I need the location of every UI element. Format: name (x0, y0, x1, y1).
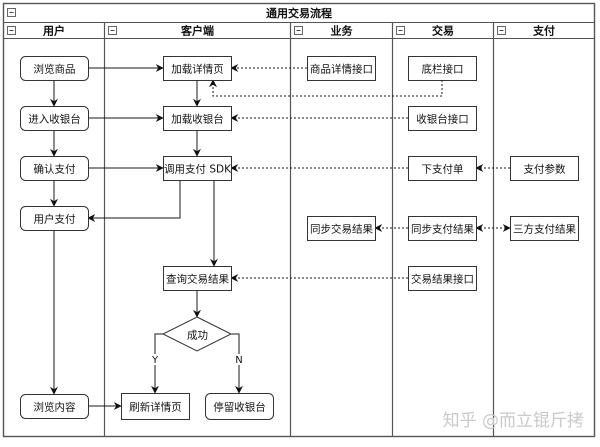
rounded-box (20, 156, 89, 181)
node-sync-pay-result[interactable]: 同步支付结果 (408, 216, 477, 241)
node-label: 浏览内容 (34, 401, 76, 414)
edge-success-to-stay-cashier: N (231, 333, 244, 394)
node-browse-content[interactable]: 浏览内容 (20, 394, 89, 419)
process-box (408, 266, 477, 291)
process-box (307, 56, 376, 81)
node-label: 停留收银台 (213, 401, 266, 414)
process-box (408, 156, 477, 181)
decision-shape (161, 316, 233, 352)
node-stay-cashier[interactable]: 停留收银台 (205, 393, 274, 420)
minus-square-icon[interactable] (294, 26, 303, 35)
node-label: 浏览商品 (34, 63, 76, 76)
process-box (163, 56, 232, 81)
edge-bottom-bar-api-to-load-detail (209, 79, 443, 97)
edge-label: Y (151, 355, 159, 366)
rounded-box (20, 56, 89, 81)
node-label: 加载详情页 (171, 63, 224, 76)
rounded-box (20, 394, 89, 419)
connector-line (231, 333, 243, 394)
node-call-sdk[interactable]: 调用支付 SDK (163, 156, 233, 181)
process-box (510, 156, 579, 181)
pool: 通用交易流程 (2, 2, 596, 438)
node-label: 支付参数 (524, 163, 566, 176)
minus-square-icon[interactable] (7, 8, 16, 17)
node-user-pay[interactable]: 用户支付 (20, 206, 89, 231)
connector-line (151, 333, 163, 394)
lane-header-user: 用户 (43, 24, 65, 38)
node-place-order[interactable]: 下支付单 (408, 156, 477, 181)
lane-header-trade: 交易 (432, 24, 454, 38)
process-box (163, 156, 232, 181)
process-box (408, 56, 477, 81)
node-label: 刷新详情页 (129, 401, 182, 414)
process-box (408, 216, 477, 241)
node-confirm-pay[interactable]: 确认支付 (20, 156, 89, 181)
node-load-detail[interactable]: 加载详情页 (163, 56, 232, 81)
node-label: 同步支付结果 (411, 223, 474, 236)
node-label: 交易结果接口 (411, 273, 474, 286)
process-box (307, 216, 376, 241)
node-label: 成功 (187, 330, 208, 342)
process-box (163, 266, 232, 291)
node-label: 同步交易结果 (310, 223, 373, 236)
node-label: 用户支付 (34, 213, 76, 226)
node-pay-params[interactable]: 支付参数 (510, 156, 579, 181)
connector-line (87, 180, 181, 222)
node-refresh-detail[interactable]: 刷新详情页 (121, 393, 190, 420)
node-trade-result-api[interactable]: 交易结果接口 (408, 266, 477, 291)
lane-header-biz: 业务 (331, 24, 354, 38)
node-query-result[interactable]: 查询交易结果 (163, 266, 232, 291)
lanes: 用户 客户端 业务 交易 支付 (7, 22, 555, 437)
edge-call-sdk-to-user-pay (87, 180, 181, 222)
watermark: 知乎 @而立锟斤拷 (443, 411, 584, 431)
rounded-box (205, 393, 274, 420)
lane-header-client: 客户端 (180, 24, 214, 38)
process-box (121, 393, 190, 420)
process-box (510, 216, 579, 241)
node-label: 进入收银台 (28, 113, 81, 126)
minus-square-icon[interactable] (497, 26, 506, 35)
node-browse-goods[interactable]: 浏览商品 (20, 56, 89, 81)
node-third-party-result[interactable]: 三方支付结果 (510, 216, 579, 241)
edge-success-to-refresh-detail: Y (150, 333, 163, 394)
minus-square-icon[interactable] (108, 26, 117, 35)
lane-user: 用户 (7, 24, 65, 38)
lane-header-pay: 支付 (532, 24, 555, 38)
rounded-box (20, 206, 89, 231)
node-bottom-bar-api[interactable]: 底栏接口 (408, 56, 477, 81)
node-label: 下支付单 (422, 163, 464, 176)
lane-biz: 业务 (289, 22, 354, 437)
edge-label: N (235, 355, 242, 366)
node-label: 三方支付结果 (513, 223, 576, 236)
process-box (163, 106, 232, 131)
node-label: 查询交易结果 (166, 273, 229, 286)
node-enter-cashier[interactable]: 进入收银台 (20, 106, 89, 131)
node-success[interactable]: 成功 (161, 316, 233, 352)
lane-client: 客户端 (103, 22, 214, 437)
node-label: 底栏接口 (422, 63, 464, 76)
process-box (408, 106, 477, 131)
node-label: 加载收银台 (171, 113, 224, 126)
node-label: 商品详情接口 (310, 63, 373, 76)
node-load-cashier[interactable]: 加载收银台 (163, 106, 232, 131)
minus-square-icon[interactable] (396, 26, 405, 35)
node-sync-trade-result[interactable]: 同步交易结果 (307, 216, 376, 241)
diagram-title: 通用交易流程 (266, 6, 332, 20)
node-label: 调用支付 SDK (164, 163, 232, 176)
node-label: 确认支付 (34, 163, 76, 176)
minus-square-icon[interactable] (7, 26, 16, 35)
rounded-box (20, 106, 89, 131)
connector-line (209, 79, 443, 97)
node-goods-detail-api[interactable]: 商品详情接口 (307, 56, 376, 81)
node-label: 收银台接口 (416, 113, 469, 126)
lane-trade: 交易 (391, 22, 454, 437)
node-cashier-api[interactable]: 收银台接口 (408, 106, 477, 131)
